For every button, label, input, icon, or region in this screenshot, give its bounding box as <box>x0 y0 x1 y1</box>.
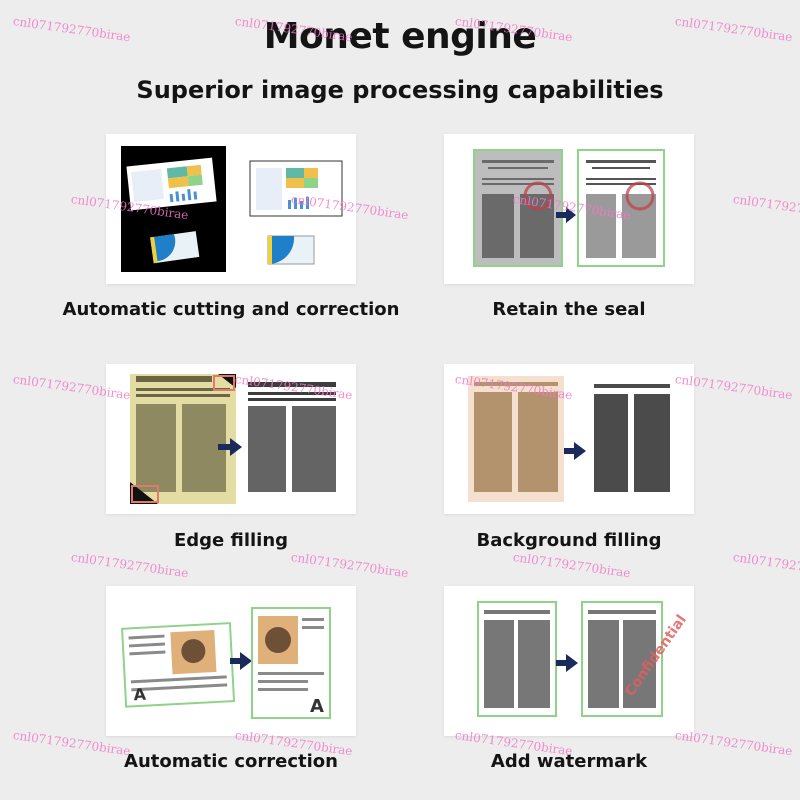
watermark-overlay: cnl071792770birae <box>70 550 190 581</box>
feature-card-retain-seal <box>444 134 694 284</box>
page-subtitle: Superior image processing capabilities <box>136 76 664 104</box>
caption-retain-seal: Retain the seal <box>492 299 646 320</box>
auto-correction-illustration: A A <box>121 607 331 719</box>
feature-card-edge-filling <box>106 364 356 514</box>
svg-text:A: A <box>133 685 147 705</box>
caption-edge-filling: Edge filling <box>173 530 289 551</box>
caption-auto-cut: Automatic cutting and correction <box>62 299 400 320</box>
caption-background-filling: Background filling <box>476 530 662 551</box>
watermark-overlay: cnl071792770birae <box>732 192 800 223</box>
svg-text:A: A <box>310 696 324 717</box>
background-filling-illustration <box>468 376 672 502</box>
watermark-overlay: cnl071792770birae <box>732 550 800 581</box>
edge-filling-illustration <box>130 374 342 504</box>
feature-card-auto-cut <box>106 134 356 284</box>
feature-card-add-watermark: Confidential <box>444 586 694 736</box>
caption-auto-correction: Automatic correction <box>124 751 338 772</box>
watermark-overlay: cnl071792770birae <box>290 550 410 581</box>
page-title: Monet engine <box>263 16 537 57</box>
add-watermark-illustration: Confidential <box>477 601 690 717</box>
feature-card-auto-correction: A A <box>106 586 356 736</box>
caption-add-watermark: Add watermark <box>490 751 648 772</box>
feature-card-background-filling <box>444 364 694 514</box>
watermark-overlay: cnl071792770birae <box>512 550 632 581</box>
auto-cut-illustration <box>121 146 343 272</box>
retain-seal-illustration <box>473 149 665 267</box>
